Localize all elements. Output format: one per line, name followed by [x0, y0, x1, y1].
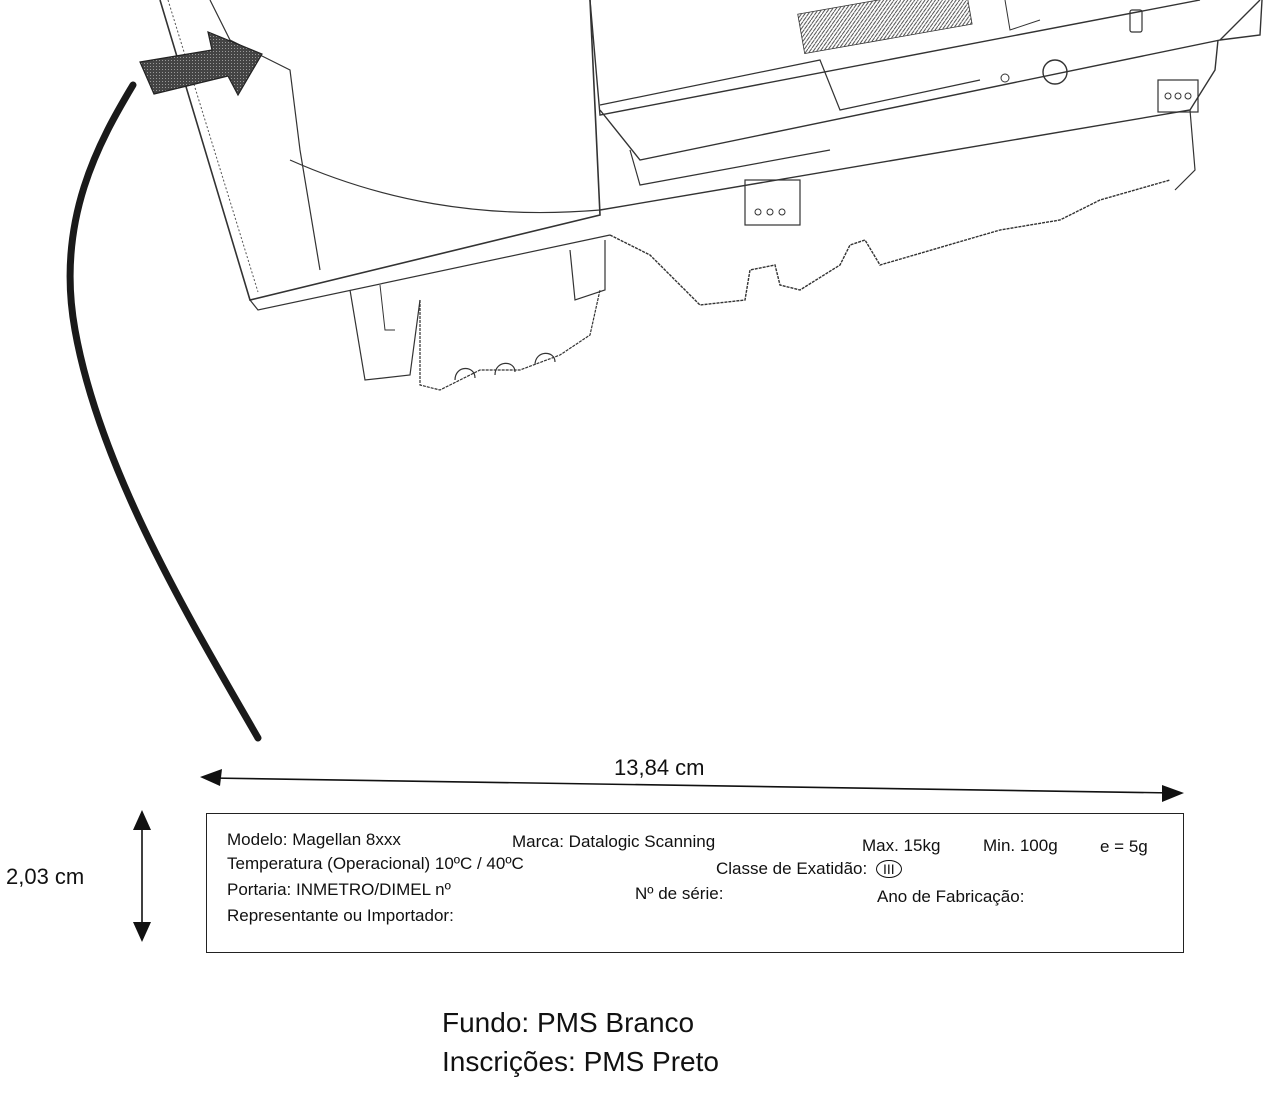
placement-arrow-icon	[139, 31, 263, 97]
label-representante: Representante ou Importador:	[227, 906, 454, 925]
scanner-platter	[589, 0, 1201, 116]
label-classe: Classe de Exatidão:	[716, 859, 868, 878]
height-dimension-label: 2,03 cm	[6, 864, 85, 889]
product-label: Modelo: Magellan 8xxx Marca: Datalogic S…	[206, 813, 1184, 953]
width-dimension-arrow	[200, 769, 1184, 802]
note-inscricoes: Inscrições: PMS Preto	[442, 1046, 719, 1077]
note-fundo: Fundo: PMS Branco	[442, 1007, 695, 1038]
label-serie: Nº de série:	[635, 884, 724, 903]
label-max: Max. 15kg	[862, 836, 941, 855]
height-dimension-arrow	[133, 810, 151, 942]
scanner-tower	[159, 0, 601, 301]
label-ano: Ano de Fabricação:	[877, 887, 1025, 906]
label-marca: Marca: Datalogic Scanning	[512, 832, 716, 851]
label-modelo: Modelo: Magellan 8xxx	[227, 830, 401, 849]
label-min: Min. 100g	[983, 836, 1058, 855]
label-e: e = 5g	[1100, 837, 1148, 856]
label-temperatura: Temperatura (Operacional) 10ºC / 40ºC	[227, 854, 524, 873]
label-portaria: Portaria: INMETRO/DIMEL nº	[227, 880, 451, 899]
scanner-device	[159, 0, 1263, 391]
label-classe-value: III	[875, 860, 902, 878]
scanner-base-edge	[609, 179, 1171, 306]
label-classe-group: Classe de Exatidão: III	[716, 859, 902, 879]
width-dimension-label: 13,84 cm	[614, 755, 705, 780]
guide-curve	[66, 81, 262, 742]
